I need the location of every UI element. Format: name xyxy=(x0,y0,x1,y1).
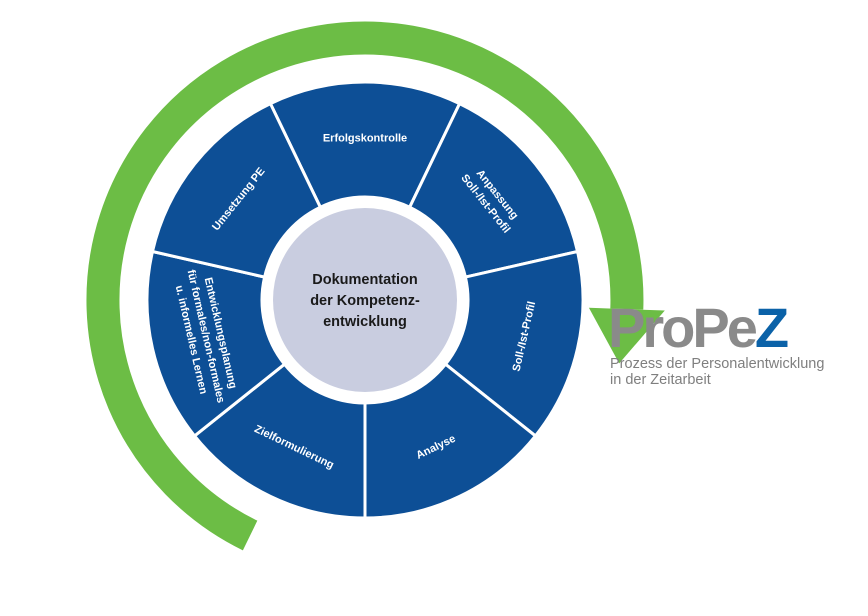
segment-umsetzung-shape xyxy=(150,101,323,279)
segment-entwicklungsplanung-shape xyxy=(145,249,287,439)
cycle-arrow xyxy=(86,21,665,551)
segment-umsetzung: Umsetzung PE xyxy=(150,101,323,279)
logo-text-prope: ProPe xyxy=(608,296,758,359)
segment-entwicklungsplanung: Entwicklungsplanungfür formales/non-form… xyxy=(145,249,287,439)
segment-analyse-shape xyxy=(363,362,538,520)
brand-tagline-1: Prozess der Personalentwicklung xyxy=(610,356,825,372)
segment-erfolgskontrolle-label: Erfolgskontrolle xyxy=(323,133,407,145)
segment-analyse: Analyse xyxy=(363,362,538,520)
brand-block: ProPeZ Prozess der Personalentwicklung i… xyxy=(608,300,825,389)
cycle-arrow-arc xyxy=(86,21,644,551)
propez-logo: ProPeZ xyxy=(608,300,824,356)
segment-anpassung: AnpassungSoll-/Ist-Profil xyxy=(407,101,580,279)
center-circle xyxy=(273,208,457,392)
segment-erfolgskontrolle: Erfolgskontrolle xyxy=(268,80,462,210)
segment-anpassung-shape xyxy=(407,101,580,279)
cycle-arrow-head-icon xyxy=(588,307,665,364)
logo-text-z: Z xyxy=(754,296,789,359)
segment-erfolgskontrolle-shape xyxy=(268,80,462,210)
brand-tagline-2: in der Zeitarbeit xyxy=(610,372,711,388)
